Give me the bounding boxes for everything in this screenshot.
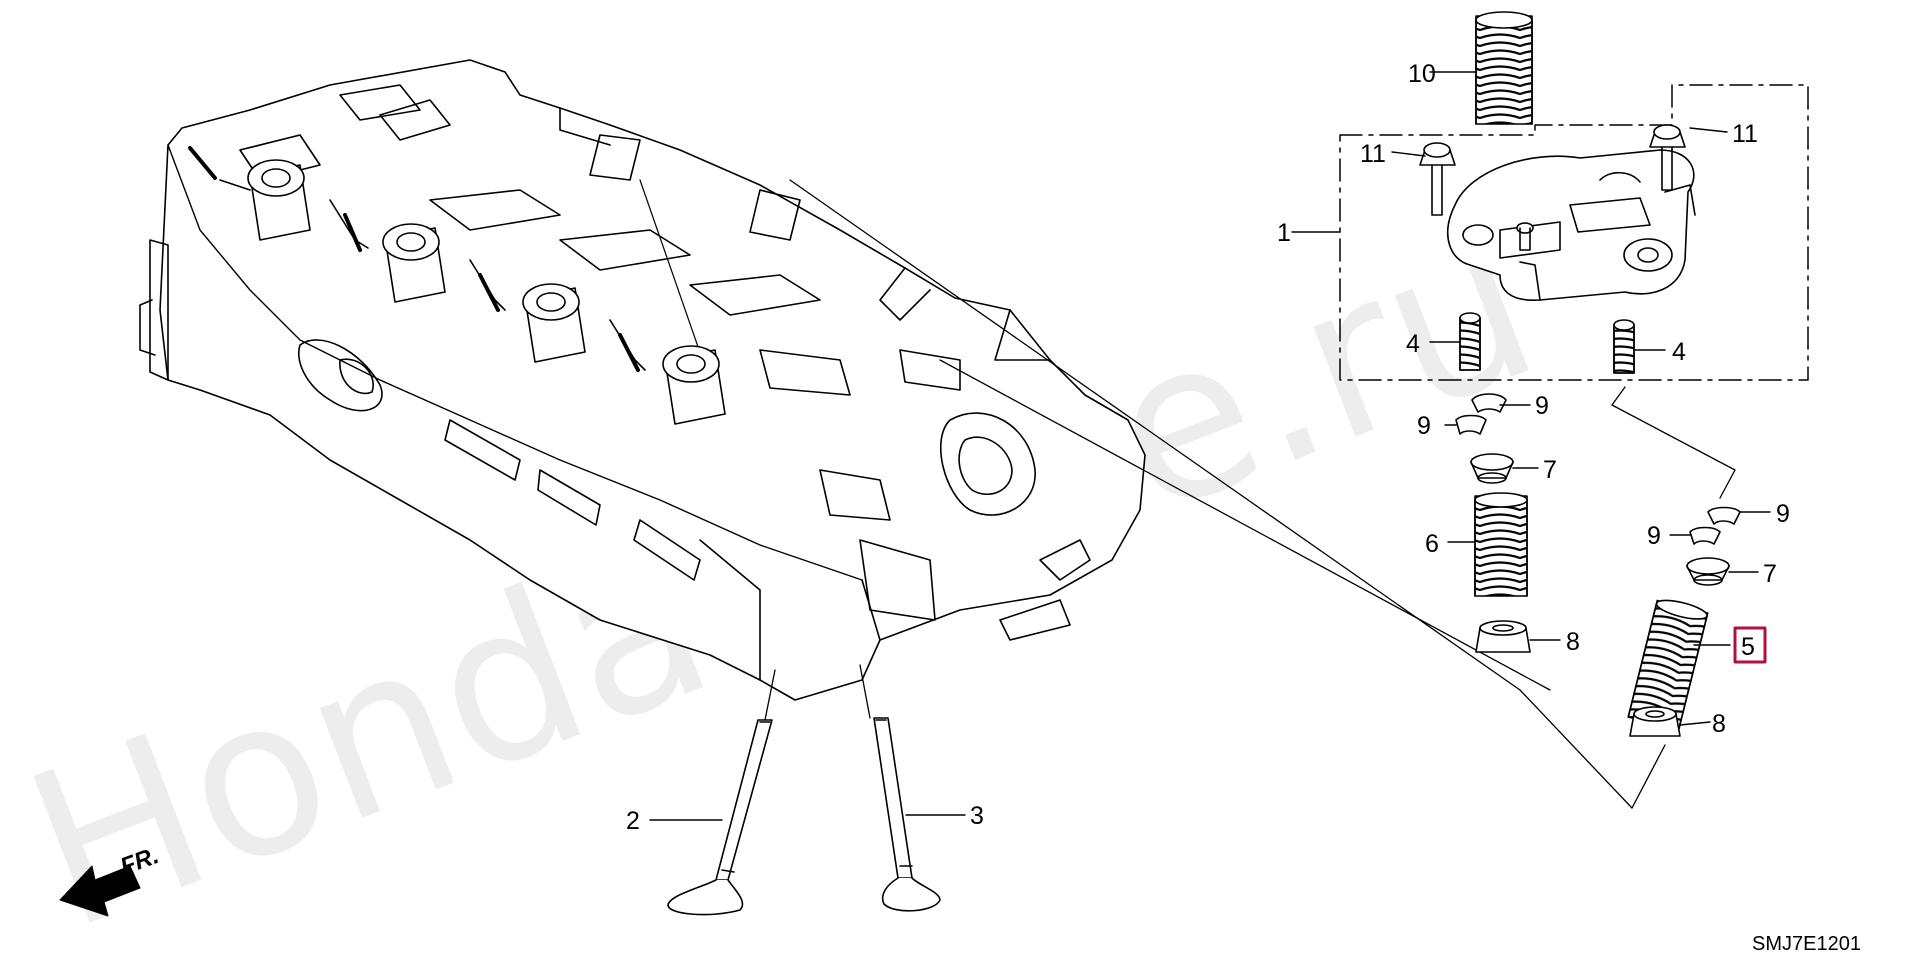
adjusting-screw-left (1459, 312, 1481, 371)
callout-5: 5 (1741, 633, 1755, 661)
callout-4-right: 4 (1672, 338, 1686, 366)
adjusting-screw-right (1613, 319, 1635, 374)
injector-2 (382, 223, 506, 312)
callout-5-highlight: 5 (1733, 626, 1767, 664)
callout-7-lower: 7 (1763, 560, 1777, 588)
intake-valve (667, 719, 773, 916)
front-arrow-icon (59, 865, 141, 917)
flange-bolt-right (1649, 124, 1686, 191)
callout-9-lower-left: 9 (1647, 522, 1661, 550)
diagram-code: SMJ7E1201 (1752, 933, 1861, 955)
spring-retainer-lower (1686, 557, 1730, 586)
reference-lines (764, 179, 1736, 809)
exhaust-valve (873, 717, 941, 912)
small-bolt-center (1516, 222, 1534, 251)
callout-11-right: 11 (1732, 120, 1758, 148)
callout-9-upper-right: 9 (1535, 392, 1549, 420)
cylinder-head (139, 59, 1146, 701)
valve-stem-seal-upper (1475, 620, 1531, 653)
valve-spring-10 (1475, 11, 1533, 125)
callout-2: 2 (626, 807, 640, 835)
callout-9-upper-left: 9 (1417, 412, 1431, 440)
callout-1: 1 (1277, 219, 1291, 247)
valve-spring-5 (1627, 599, 1709, 731)
callout-numbers: 10 11 11 1 4 4 9 9 7 6 8 9 9 7 8 2 3 (626, 60, 1790, 835)
callout-8-upper: 8 (1566, 628, 1580, 656)
callout-10: 10 (1408, 60, 1436, 88)
callout-3: 3 (970, 802, 984, 830)
flange-bolt-left (1419, 142, 1456, 216)
callout-leaders (649, 71, 1771, 821)
injector-4 (662, 345, 726, 425)
injector-3 (522, 283, 646, 372)
callout-9-lower-right: 9 (1776, 500, 1790, 528)
valve-cotters-upper (1455, 393, 1507, 435)
callout-4-left: 4 (1406, 330, 1420, 358)
injector-1 (188, 146, 369, 252)
valve-cotters-lower (1689, 506, 1741, 545)
rocker-arm-assembly (1339, 84, 1809, 381)
valve-stem-seal-lower (1629, 706, 1681, 737)
spring-retainer-upper (1470, 453, 1514, 484)
callout-6: 6 (1425, 530, 1439, 558)
callout-8-lower: 8 (1712, 710, 1726, 738)
callout-7-upper: 7 (1543, 456, 1557, 484)
callout-11-left: 11 (1360, 140, 1386, 168)
valve-spring-6 (1474, 492, 1528, 597)
